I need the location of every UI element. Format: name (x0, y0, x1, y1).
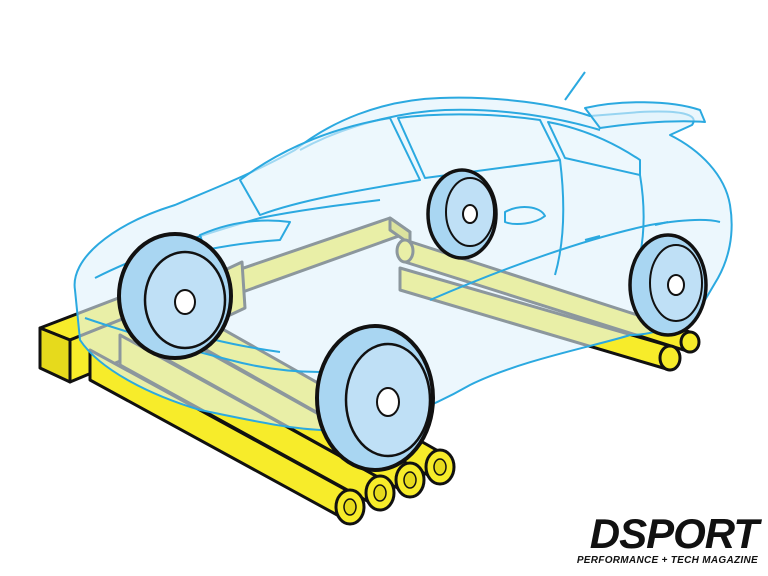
door-handle-rear (654, 221, 669, 226)
wheel-front-right (315, 324, 435, 472)
side-crease (429, 218, 721, 301)
wheel-front-left (117, 232, 233, 360)
door-line-front (554, 159, 565, 276)
logo-wordmark: DSPORT (589, 510, 759, 557)
wheel-rear-left (426, 168, 498, 260)
wheel-rear-right (628, 233, 708, 337)
side-window-front (397, 113, 561, 179)
side-mirror (504, 206, 546, 225)
door-handle-front (584, 235, 601, 241)
rear-spoiler (584, 101, 706, 129)
headlight (199, 219, 291, 251)
antenna (564, 71, 586, 101)
dsport-logo: DSPORT PERFORMANCE + TECH MAGAZINE (576, 510, 759, 566)
windshield (239, 117, 421, 216)
side-window-rear (547, 121, 641, 176)
car-body (73, 71, 733, 432)
front-bumper (84, 317, 321, 373)
logo-tagline: PERFORMANCE + TECH MAGAZINE (576, 555, 758, 566)
